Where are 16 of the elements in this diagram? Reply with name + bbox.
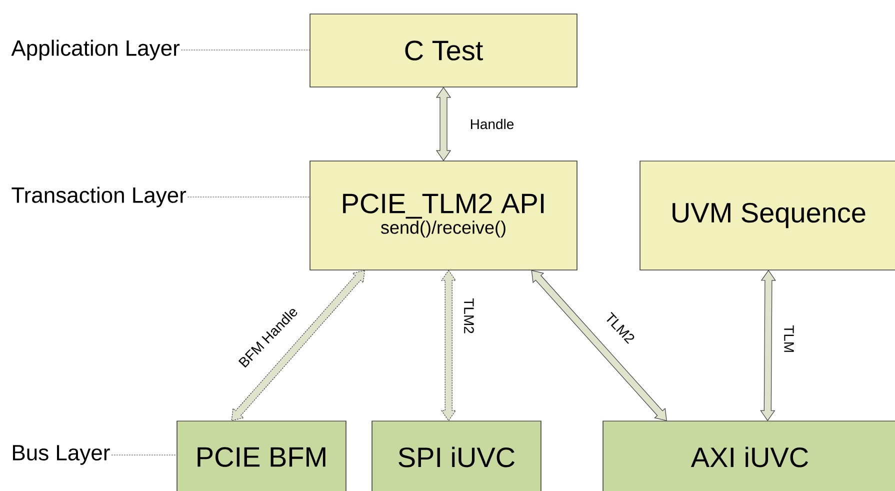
layer-label: Application Layer <box>11 40 180 60</box>
layer-label: Bus Layer <box>13 445 110 465</box>
leader-line <box>111 454 177 456</box>
edge-label: TLM <box>783 324 795 354</box>
leader-line <box>187 196 310 198</box>
process-box: AXI iUVC <box>602 420 895 491</box>
process-box: C Test <box>310 14 578 88</box>
process-box: PCIE_TLM2 API send()/receive() <box>310 160 578 270</box>
layer-label: Transaction Layer <box>12 186 186 208</box>
double-arrow <box>531 270 667 421</box>
process-box: SPI iUVC <box>372 420 542 491</box>
process-box: PCIE BFM <box>176 420 346 491</box>
edge-label: TLM2 <box>463 297 475 335</box>
double-arrow <box>231 270 365 421</box>
edge-label: Handle <box>468 118 516 130</box>
process-box: UVM Sequence <box>640 160 895 270</box>
